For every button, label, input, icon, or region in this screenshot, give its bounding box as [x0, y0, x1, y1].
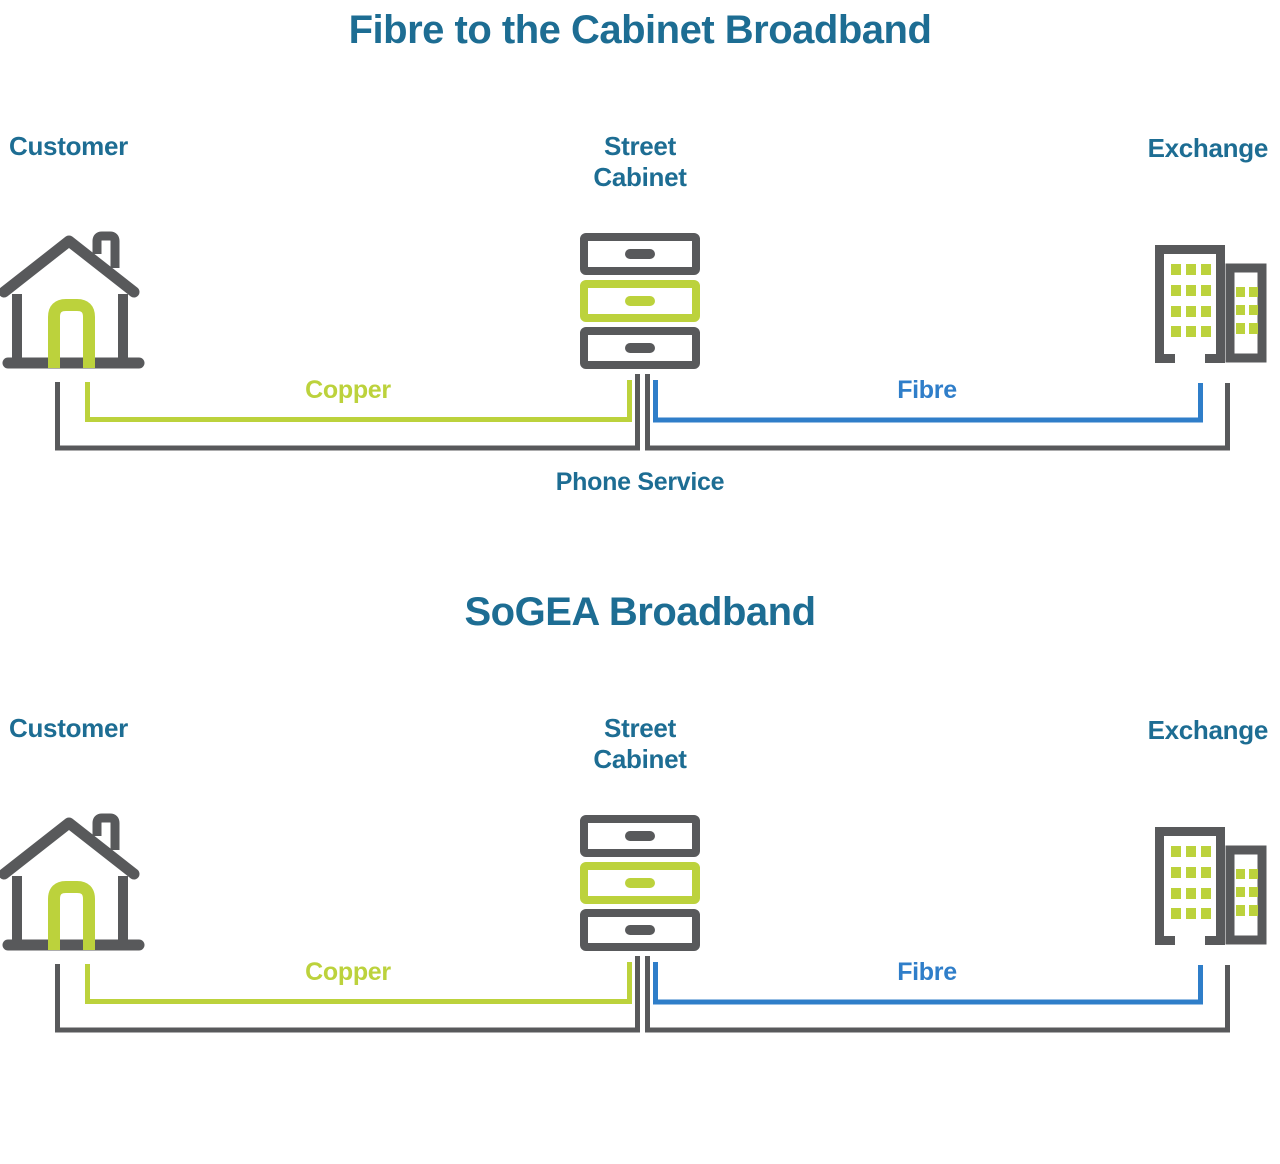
connector-lines	[55, 956, 1230, 1033]
house-chimney	[92, 813, 120, 850]
house-roof	[0, 817, 140, 880]
exchange-label: Exchange	[1147, 133, 1269, 163]
copper-label: Copper	[305, 376, 391, 404]
customer-label: Customer	[9, 131, 128, 161]
house-icon	[0, 231, 145, 369]
copper-line	[85, 380, 632, 422]
cabinet-drawer-bottom-handle	[625, 925, 655, 935]
fibre-line	[653, 380, 1203, 423]
sogea-diagram: SoGEA Broadband Customer Street Cabinet …	[0, 582, 1280, 1164]
copper-label: Copper	[305, 958, 391, 986]
exchange-main-windows	[1171, 846, 1211, 919]
cabinet-drawer-middle	[580, 862, 700, 904]
street-cabinet-label: Street Cabinet	[0, 713, 1280, 775]
house-door	[48, 299, 95, 368]
exchange-back-building	[1225, 845, 1267, 945]
phone-service-label: Phone Service	[555, 468, 725, 496]
exchange-buildings-icon	[1155, 245, 1267, 368]
exchange-label: Exchange	[1147, 715, 1269, 745]
street-cabinet-label-line2: Cabinet	[593, 162, 687, 192]
exchange-door	[1175, 343, 1205, 368]
diagram-title: SoGEA Broadband	[464, 590, 816, 634]
cabinet-drawer-bottom	[580, 327, 700, 369]
house-roof	[0, 235, 140, 298]
cabinet-drawer-middle	[580, 280, 700, 322]
phone-service-line-right	[645, 374, 1230, 451]
fibre-line	[653, 962, 1203, 1005]
diagram-title: Fibre to the Cabinet Broadband	[348, 8, 932, 52]
phone-service-line-left	[55, 374, 640, 451]
connector-lines	[55, 374, 1230, 451]
house-walls	[12, 876, 128, 942]
phone-service-line-right	[645, 956, 1230, 1033]
street-cabinet-icon	[580, 815, 700, 951]
exchange-back-windows	[1236, 869, 1258, 916]
copper-line	[85, 962, 632, 1004]
exchange-main-windows	[1171, 264, 1211, 337]
phone-service-line-left	[55, 956, 640, 1033]
fibre-label: Fibre	[897, 376, 957, 404]
street-cabinet-label-line2: Cabinet	[593, 744, 687, 774]
cabinet-drawer-top	[580, 815, 700, 857]
house-door	[48, 881, 95, 950]
cabinet-drawer-top-handle	[625, 831, 655, 841]
cabinet-drawer-bottom-handle	[625, 343, 655, 353]
fibre-label: Fibre	[897, 958, 957, 986]
cabinet-drawer-bottom	[580, 909, 700, 951]
fttc-diagram: Fibre to the Cabinet Broadband Customer …	[0, 8, 1280, 496]
street-cabinet-label-line1: Street	[604, 713, 676, 743]
street-cabinet-label-line1: Street	[604, 131, 676, 161]
cabinet-drawer-top	[580, 233, 700, 275]
exchange-buildings-icon	[1155, 827, 1267, 950]
exchange-back-windows	[1236, 287, 1258, 334]
exchange-door	[1175, 925, 1205, 950]
house-chimney	[92, 231, 120, 268]
customer-label: Customer	[9, 713, 128, 743]
cabinet-drawer-middle-handle	[625, 296, 655, 306]
street-cabinet-label: Street Cabinet	[0, 131, 1280, 193]
house-icon	[0, 813, 145, 951]
street-cabinet-icon	[580, 233, 700, 369]
cabinet-drawer-middle-handle	[625, 878, 655, 888]
cabinet-drawer-top-handle	[625, 249, 655, 259]
house-walls	[12, 294, 128, 360]
